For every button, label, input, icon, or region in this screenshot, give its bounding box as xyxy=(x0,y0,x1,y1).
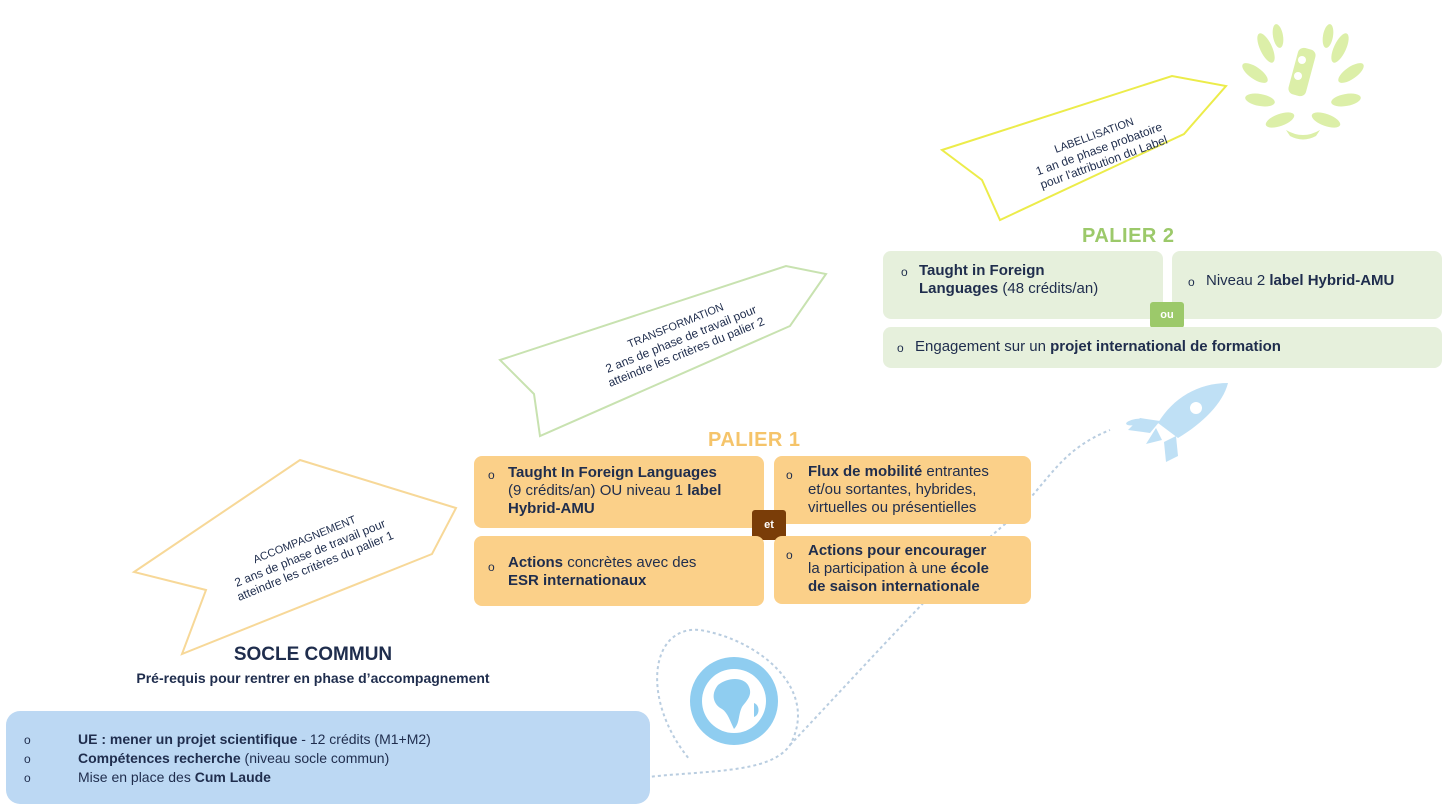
palier1-box-ecole-saison: o Actions pour encourager la participati… xyxy=(774,536,1031,604)
palier2-box-hybrid: o Niveau 2 label Hybrid-AMU xyxy=(1172,251,1442,319)
palier1-box-actions-esr: o Actions concrètes avec des ESR interna… xyxy=(474,536,764,606)
socle-title: SOCLE COMMUN xyxy=(233,644,393,665)
laurel-wreath-icon xyxy=(1242,24,1364,140)
palier2-box-tifl: o Taught in Foreign Languages (48 crédit… xyxy=(883,251,1163,319)
rocket-icon xyxy=(1126,383,1228,462)
palier2-connector-ou: ou xyxy=(1150,302,1184,328)
globe-icon xyxy=(690,657,778,745)
palier1-box-tifl: o Taught In Foreign Languages (9 crédits… xyxy=(474,456,764,528)
socle-subtitle: Pré-requis pour rentrer en phase d’accom… xyxy=(136,670,490,686)
palier1-connector-et: et xyxy=(752,510,786,540)
palier2-box-projet: o Engagement sur un projet international… xyxy=(883,327,1442,368)
palier1-title: PALIER 1 xyxy=(708,429,801,451)
palier2-title: PALIER 2 xyxy=(1082,225,1175,247)
palier1-box-mobilite: o Flux de mobilité entrantes et/ou sorta… xyxy=(774,456,1031,524)
